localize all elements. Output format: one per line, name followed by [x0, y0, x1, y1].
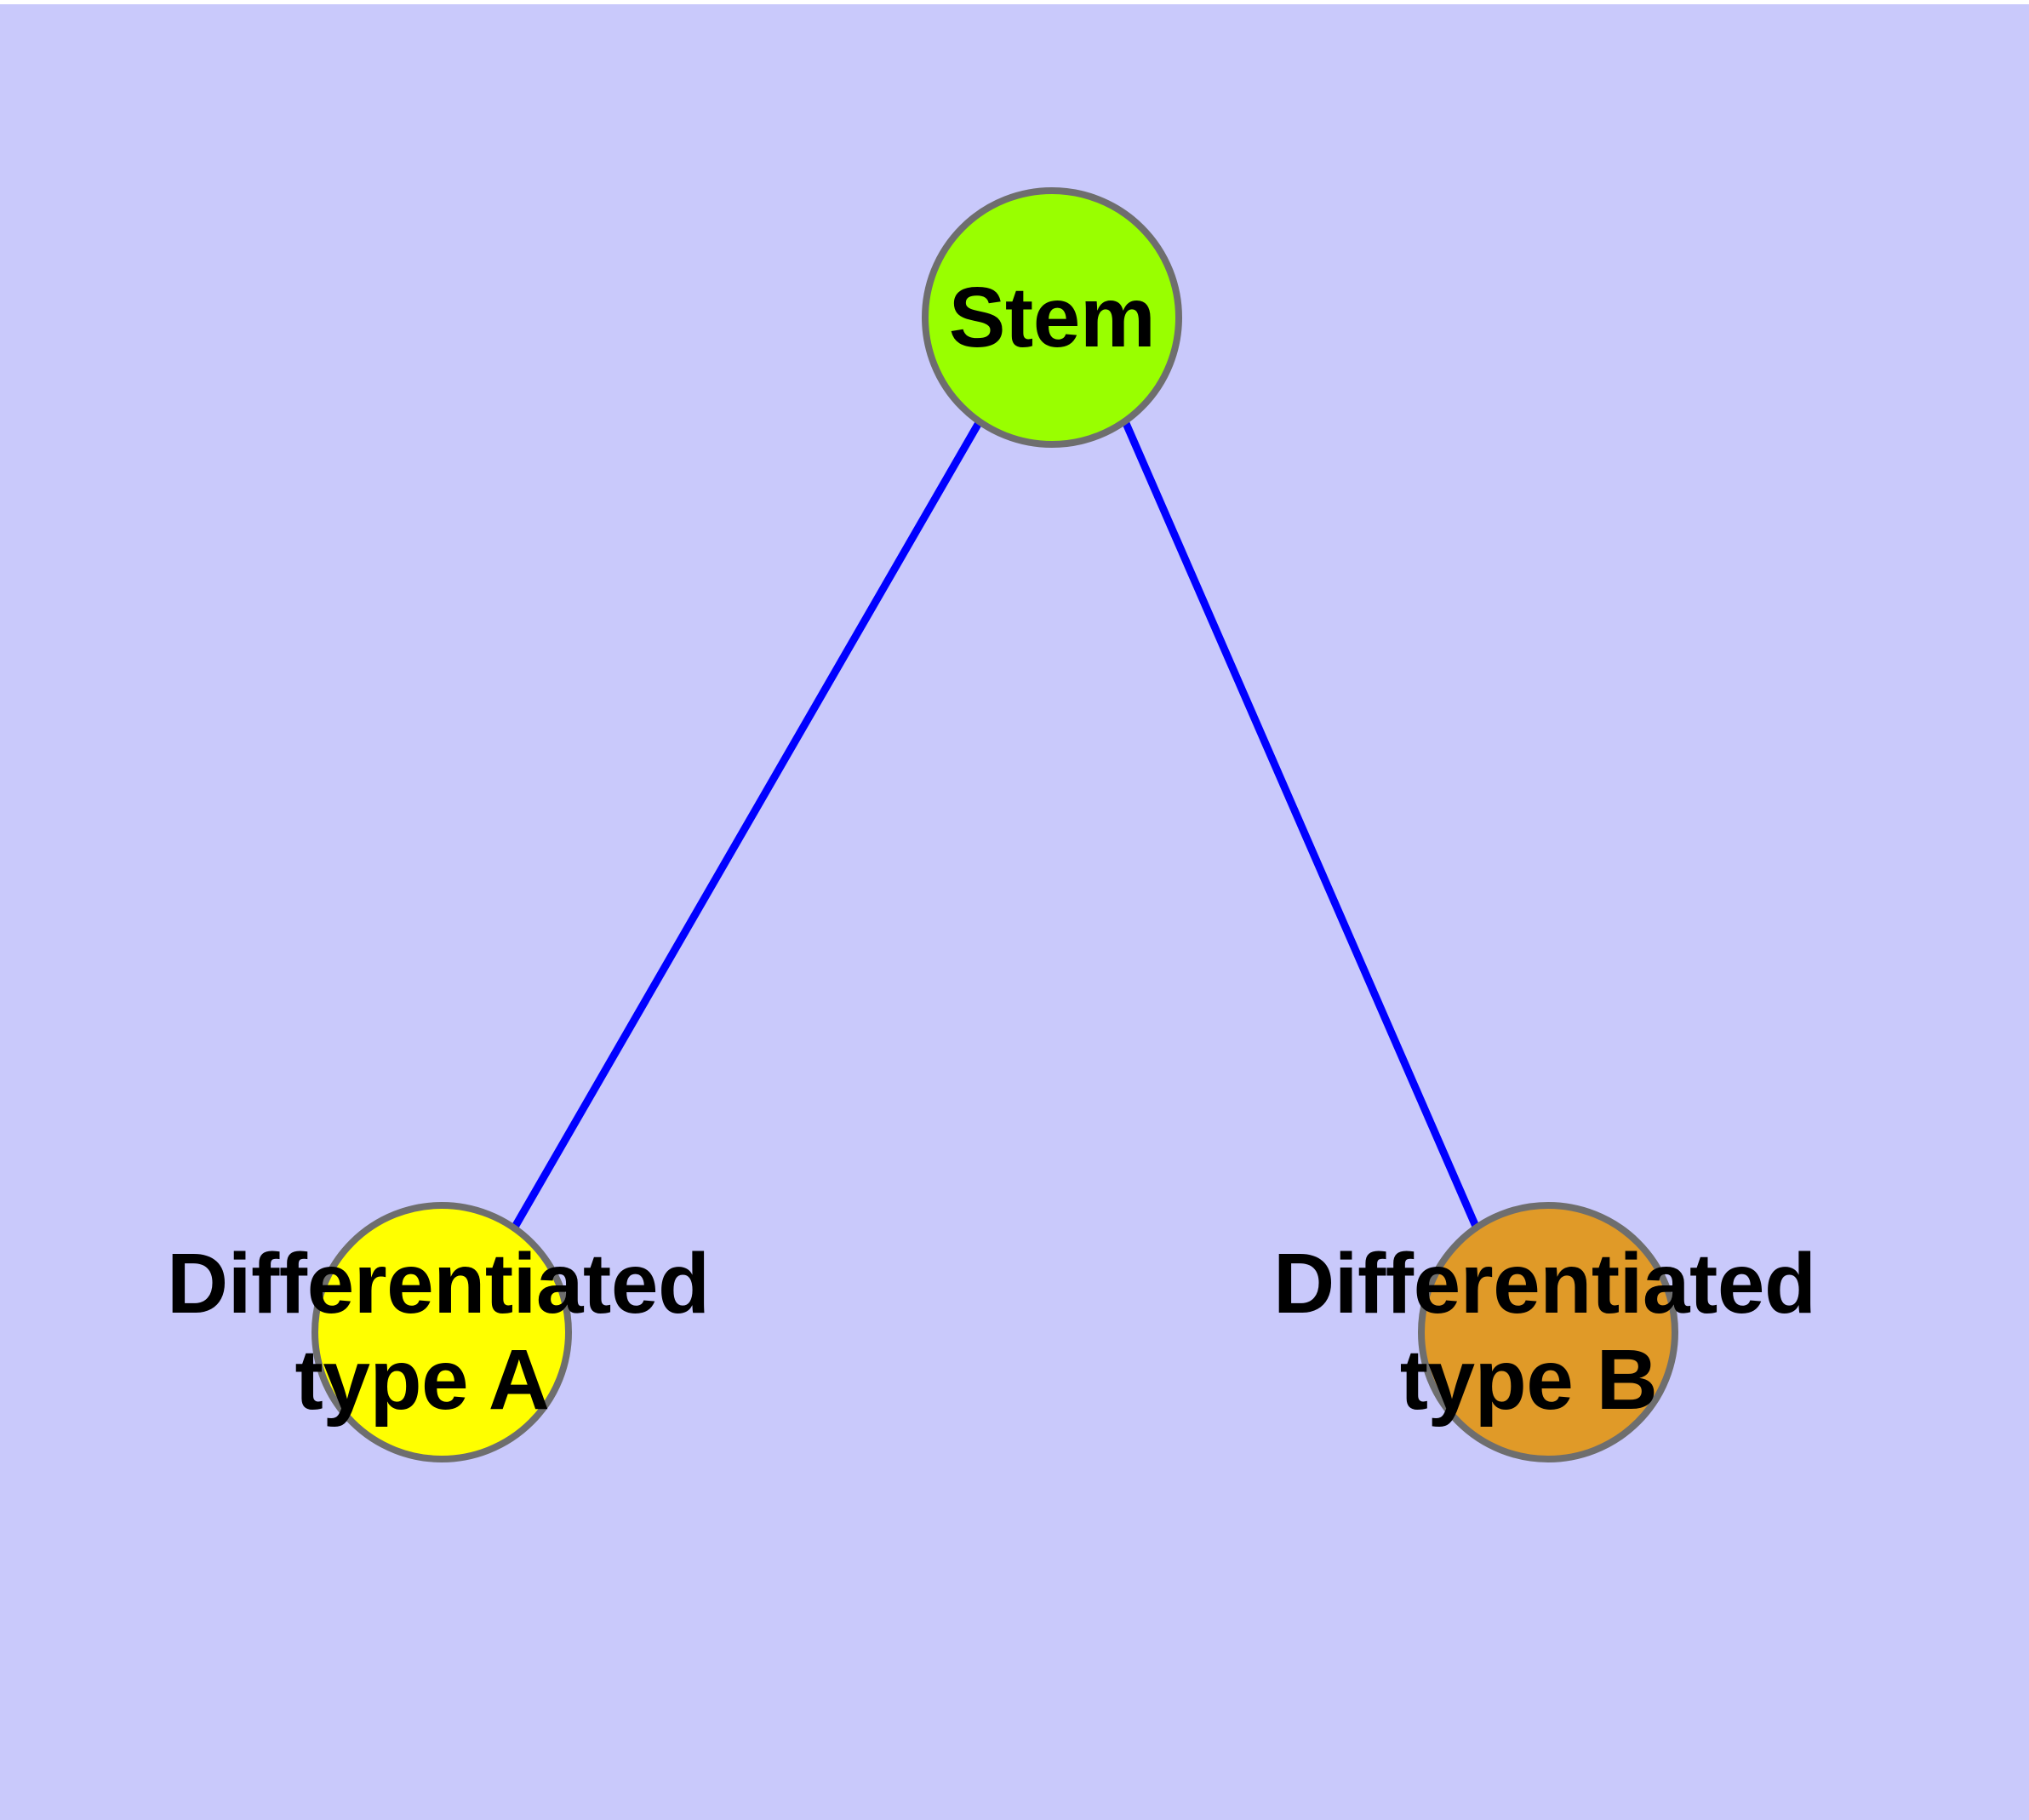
edge-layer	[511, 419, 1481, 1231]
node-stem[interactable]	[922, 187, 1182, 448]
node-layer	[311, 187, 1678, 1462]
node-differentiated-type-b[interactable]	[1418, 1202, 1678, 1462]
node-differentiated-type-a[interactable]	[311, 1202, 572, 1462]
edge-stem-to-type-a	[511, 419, 983, 1231]
edge-stem-to-type-b	[1121, 420, 1481, 1230]
